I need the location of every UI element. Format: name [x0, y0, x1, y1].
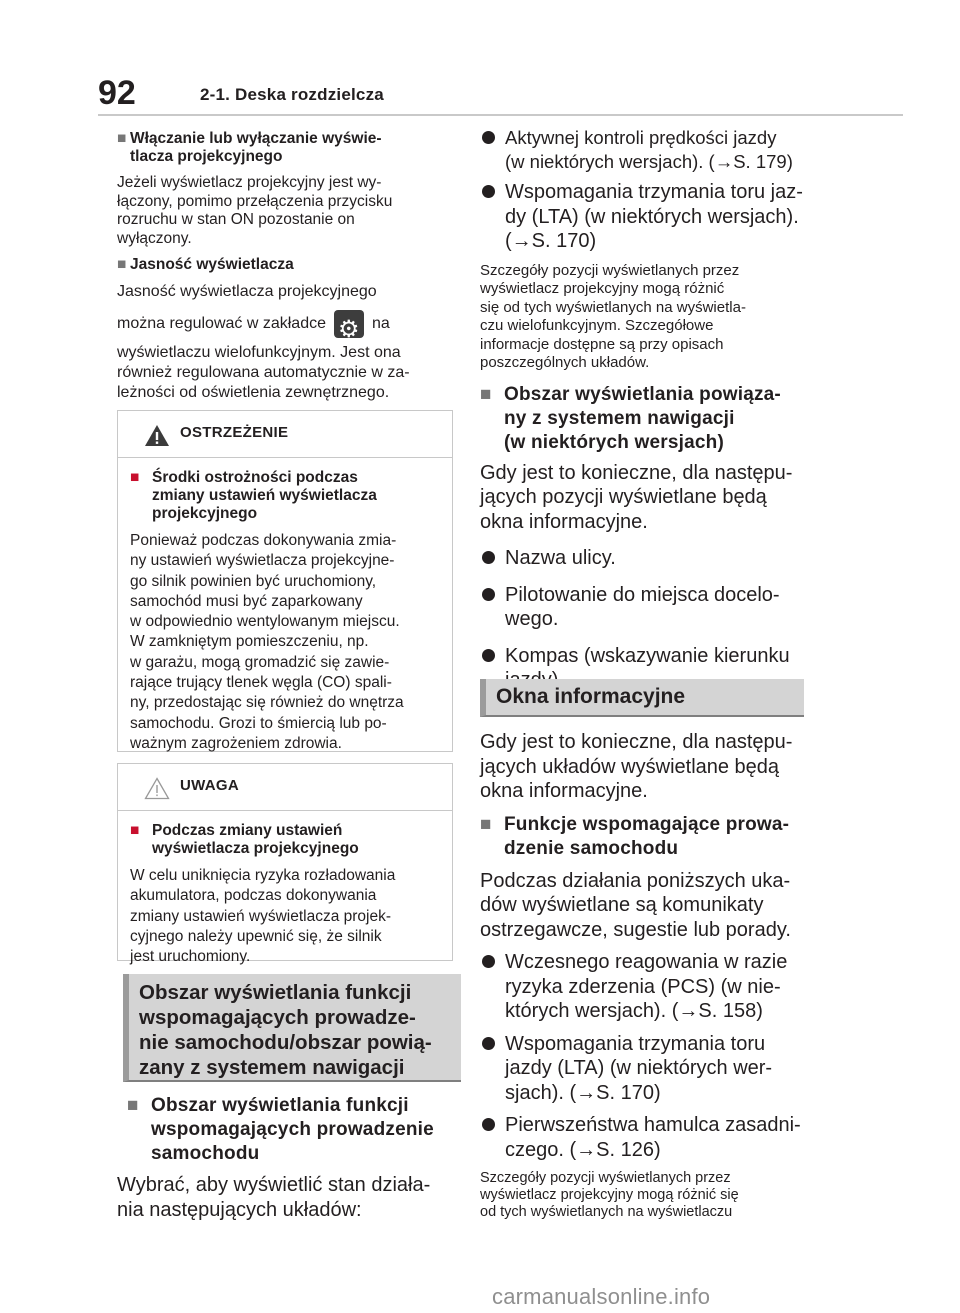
- section-heading-hud-toggle: ■ Włączanie lub wyłączanie wyświe- tlacz…: [117, 130, 382, 165]
- section-band-title: Obszar wyświetlania funkcji wspomagający…: [139, 981, 432, 1079]
- notice-label: UWAGA: [180, 777, 239, 794]
- square-marker-icon: ■: [480, 383, 492, 405]
- warning-triangle-icon: [145, 425, 169, 446]
- warning-box-header: OSTRZEŻENIE: [118, 411, 452, 457]
- note-text: Szczegóły pozycji wyświetlanych przez wy…: [480, 1170, 739, 1220]
- bullet-icon: [482, 955, 495, 968]
- section-body-driving-assist-area: Wybrać, aby wyświetlić stan działa- nia …: [117, 1174, 431, 1221]
- note-text: Szczegóły pozycji wyświetlanych przez wy…: [480, 261, 746, 372]
- warning-label: OSTRZEŻENIE: [180, 424, 289, 441]
- arrow-icon: →: [576, 1138, 597, 1161]
- chapter-title: 2-1. Deska rozdzielcza: [200, 85, 384, 104]
- page-number: 92: [98, 74, 136, 112]
- section-heading-brightness: ■ Jasność wyświetlacza: [117, 256, 294, 273]
- notice-body: W celu uniknięcia ryzyka rozładowania ak…: [130, 867, 396, 966]
- list-item: Nazwa ulicy.: [480, 546, 805, 571]
- square-marker-icon: ■: [117, 130, 127, 147]
- list-item: Wspomagania trzymania toru jazdy (LTA) (…: [480, 1032, 805, 1106]
- square-marker-icon: ■: [130, 469, 140, 486]
- notice-heading: ■ Podczas zmiany ustawień wyświetlacza p…: [130, 822, 359, 857]
- list-item: Pierwszeństwa hamulca zasadni- czego. (→…: [480, 1113, 805, 1162]
- section-body-navigation-area: Gdy jest to konieczne, dla następu- jący…: [480, 461, 793, 533]
- section-body-driving-support: Podczas działania poniższych uka- dów wy…: [480, 869, 791, 941]
- gear-icon: [334, 309, 364, 348]
- square-marker-icon: ■: [480, 813, 492, 835]
- list-item: Pilotowanie do miejsca docelo- wego.: [480, 583, 805, 632]
- square-marker-icon: ■: [130, 822, 140, 839]
- warning-body: Ponieważ podczas dokonywania zmia- ny us…: [130, 532, 404, 752]
- bullet-icon: [482, 185, 495, 198]
- bullet-icon: [482, 1118, 495, 1131]
- square-marker-icon: ■: [127, 1095, 139, 1116]
- bullet-icon: [482, 551, 495, 564]
- section-heading-driving-support: ■ Funkcje wspomagające prowa- dzenie sam…: [480, 813, 790, 859]
- bullet-icon: [482, 648, 495, 662]
- bullet-icon: [482, 587, 495, 601]
- arrow-icon: →: [714, 151, 734, 172]
- notice-box-header: UWAGA: [118, 764, 452, 810]
- list-item: Aktywnej kontroli prędkości jazdy (w nie…: [480, 126, 805, 174]
- right-lower-section: Gdy jest to konieczne, dla następu- jący…: [480, 730, 805, 1221]
- arrow-icon: →: [511, 230, 532, 252]
- section-body-brightness: Jasność wyświetlacza projekcyjnego można…: [117, 281, 453, 403]
- left-bottom-section: ■ Obszar wyświetlania funkcji wspomagają…: [117, 1094, 457, 1222]
- section-band-title: Okna informacyjne: [496, 685, 686, 708]
- arrow-icon: →: [678, 1000, 699, 1022]
- section-heading-navigation-area: ■ Obszar wyświetlania powiąza- ny z syst…: [480, 383, 781, 453]
- list-item: Wspomagania trzymania toru jaz- dy (LTA)…: [480, 180, 805, 254]
- warning-box-divider: [118, 457, 452, 458]
- header-divider: [98, 114, 903, 116]
- section-band-info-windows: Okna informacyjne: [480, 679, 804, 717]
- warning-heading: ■ Środki ostrożności podczas zmiany usta…: [130, 469, 377, 522]
- square-marker-icon: ■: [117, 256, 127, 273]
- section-band-display-area: Obszar wyświetlania funkcji wspomagający…: [123, 974, 461, 1082]
- section-body-hud-toggle: Jeżeli wyświetlacz projekcyjny jest wy- …: [117, 174, 393, 247]
- notice-triangle-icon: [144, 777, 170, 800]
- list-item: Wczesnego reagowania w razie ryzyka zder…: [480, 950, 805, 1024]
- bullet-icon: [482, 1036, 495, 1050]
- arrow-icon: →: [576, 1081, 597, 1104]
- footer-watermark: carmanualsonline.info: [492, 1284, 711, 1309]
- warning-box: OSTRZEŻENIE ■ Środki ostrożności podczas…: [117, 410, 453, 752]
- notice-box: UWAGA ■ Podczas zmiany ustawień wyświetl…: [117, 763, 453, 965]
- notice-box-divider: [118, 810, 452, 811]
- left-column: ■ Włączanie lub wyłączanie wyświe- tlacz…: [117, 126, 453, 403]
- section-body-info-windows: Gdy jest to konieczne, dla następu- jący…: [480, 731, 793, 802]
- bullet-icon: [482, 131, 495, 144]
- section-heading-driving-assist-area: ■ Obszar wyświetlania funkcji wspomagają…: [127, 1095, 434, 1164]
- right-column: Aktywnej kontroli prędkości jazdy (w nie…: [480, 126, 805, 693]
